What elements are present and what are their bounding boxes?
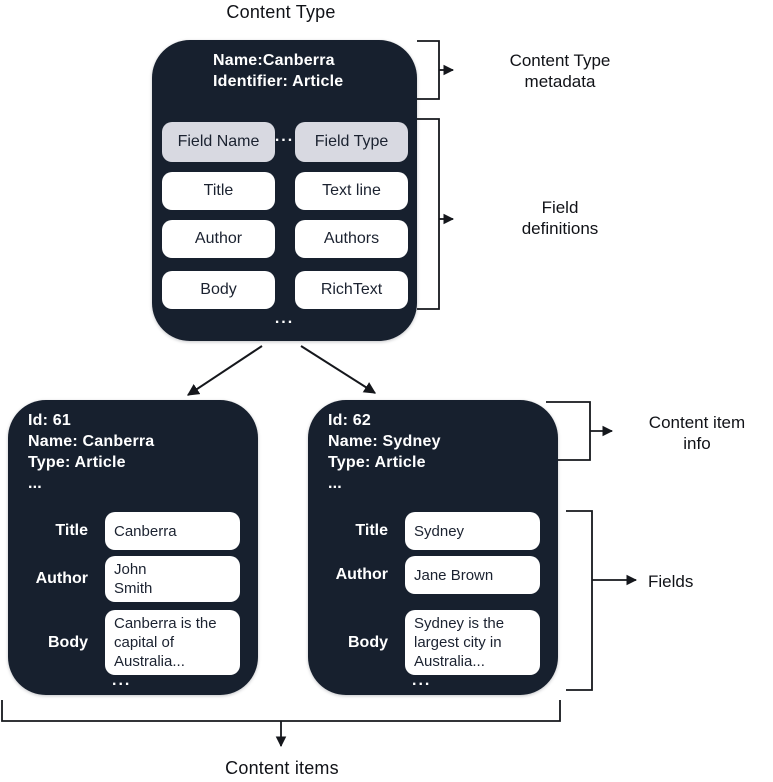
content-item-info-text: Id: 62 Name: Sydney Type: Article ... <box>328 410 441 494</box>
content-item-card-sydney: Id: 62 Name: Sydney Type: Article ... Ti… <box>308 400 558 695</box>
metadata-ellipsis: ... <box>274 128 295 145</box>
content-type-metadata-text: Name:Canberra Identifier: Article <box>213 50 343 92</box>
diagram-title: Content Type <box>226 2 336 22</box>
annotation-content-type-metadata: Content Type metadata <box>509 51 611 91</box>
field-label: Author <box>335 566 388 583</box>
field-name-header-chip: Field Name <box>162 122 275 162</box>
item-field-row-body: Body Sydney is the largest city in Austr… <box>308 610 540 675</box>
field-label: Body <box>348 633 388 651</box>
content-type-identifier-line: Identifier: Article <box>213 73 344 90</box>
field-definition-row: Author Authors <box>162 220 408 258</box>
field-label: Author <box>35 570 88 587</box>
item-type-line: Type: Article <box>28 454 126 471</box>
content-type-card: Name:Canberra Identifier: Article ... Fi… <box>152 40 417 341</box>
field-value-chip: Jane Brown <box>405 556 540 594</box>
item-fields-ellipsis: ... <box>112 672 132 689</box>
bracket-fields <box>566 510 593 691</box>
field-type-header-chip: Field Type <box>295 122 408 162</box>
bottom-title: Content items <box>225 758 339 778</box>
item-field-row-body: Body Canberra is the capital of Australi… <box>8 610 240 675</box>
item-type-line: Type: Article <box>328 454 426 471</box>
field-value-chip: Canberra is the capital of Australia... <box>105 610 240 675</box>
item-field-row-author: Author Jane Brown <box>308 556 540 594</box>
annotation-content-item-info: Content item info <box>648 413 746 453</box>
field-value-chip: John Smith <box>105 556 240 602</box>
arrow-to-item-sydney <box>300 345 377 394</box>
field-label: Title <box>355 522 388 539</box>
annotation-field-definitions: Field definitions <box>521 198 599 238</box>
item-info-ellipsis: ... <box>28 475 42 492</box>
content-type-name-line: Name:Canberra <box>213 52 335 69</box>
field-table-header-row: Field Name Field Type <box>162 122 408 162</box>
field-definition-row: Title Text line <box>162 172 408 210</box>
field-value-chip: Sydney is the largest city in Australia.… <box>405 610 540 675</box>
item-field-row-author: Author John Smith <box>8 556 240 602</box>
field-table-ellipsis: ... <box>274 310 295 327</box>
field-type-chip: Authors <box>295 220 408 258</box>
item-name-line: Name: Sydney <box>328 433 441 450</box>
item-id-line: Id: 61 <box>28 412 71 429</box>
bracket-field-definitions <box>417 118 440 310</box>
bracket-content-items <box>1 700 561 722</box>
field-label: Body <box>48 633 88 651</box>
field-name-chip: Title <box>162 172 275 210</box>
annotation-fields: Fields <box>648 572 694 591</box>
field-label: Title <box>55 522 88 539</box>
item-fields-ellipsis: ... <box>412 672 432 689</box>
field-value-chip: Canberra <box>105 512 240 550</box>
field-name-chip: Body <box>162 271 275 309</box>
arrow-to-item-canberra <box>186 345 263 396</box>
field-value-chip: Sydney <box>405 512 540 550</box>
field-type-chip: Text line <box>295 172 408 210</box>
bracket-content-type-metadata <box>417 40 440 100</box>
item-id-line: Id: 62 <box>328 412 371 429</box>
item-name-line: Name: Canberra <box>28 433 155 450</box>
content-item-info-text: Id: 61 Name: Canberra Type: Article ... <box>28 410 154 494</box>
field-definition-row: Body RichText <box>162 271 408 309</box>
item-field-row-title: Title Sydney <box>308 512 540 550</box>
content-item-card-canberra: Id: 61 Name: Canberra Type: Article ... … <box>8 400 258 695</box>
field-type-chip: RichText <box>295 271 408 309</box>
item-field-row-title: Title Canberra <box>8 512 240 550</box>
field-name-chip: Author <box>162 220 275 258</box>
item-info-ellipsis: ... <box>328 475 342 492</box>
